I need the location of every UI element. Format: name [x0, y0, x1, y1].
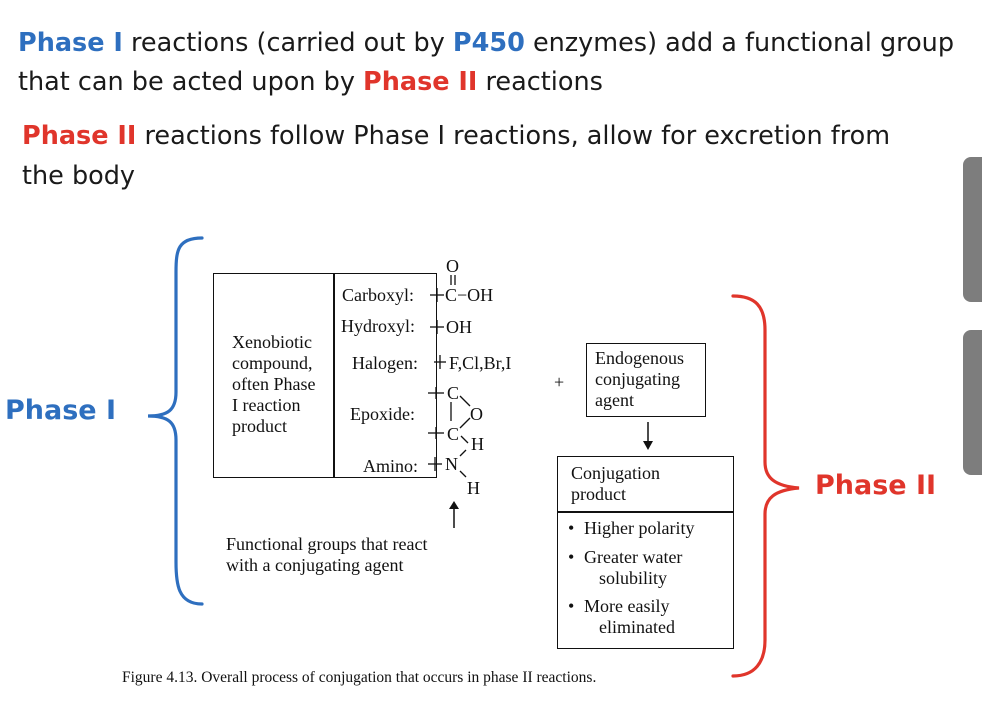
- header-line-4: the body: [22, 157, 135, 195]
- epoxide-h: H: [471, 434, 484, 454]
- functional-groups-structures: [428, 275, 471, 478]
- halogen-label: Halogen:: [352, 353, 418, 373]
- halogen-formula: F,Cl,Br,I: [449, 353, 512, 373]
- conjugation-properties-list: Higher polarity Greater water solubility…: [566, 518, 694, 638]
- epoxide-c2: C: [447, 424, 460, 444]
- epoxide-o: O: [470, 404, 483, 424]
- header-text: enzymes) add a functional group: [524, 28, 955, 58]
- down-arrow-icon: [643, 422, 653, 450]
- header-line-3: Phase II reactions follow Phase I reacti…: [22, 117, 890, 155]
- phase2-brace: [731, 294, 800, 678]
- phase2-term: Phase II: [363, 67, 478, 97]
- header-text: reactions (carried out by: [122, 28, 453, 58]
- amino-h: H: [467, 478, 480, 498]
- header-text: the body: [22, 161, 136, 191]
- figure-caption: Figure 4.13. Overall process of conjugat…: [122, 669, 597, 686]
- carboxyl-label: Carboxyl:: [342, 285, 414, 305]
- hydroxyl-label: Hydroxyl:: [341, 316, 415, 336]
- conjugation-product-box: [557, 456, 734, 649]
- functional-groups-note: Functional groups that react with a conj…: [226, 534, 428, 575]
- phase1-brace: [147, 236, 204, 606]
- amino-n: N: [445, 454, 458, 474]
- carboxyl-formula: C−OH: [445, 285, 494, 305]
- property-item: Higher polarity: [566, 518, 694, 539]
- p450-term: P450: [452, 28, 525, 58]
- epoxide-label: Epoxide:: [350, 404, 415, 424]
- up-arrow-icon: [449, 501, 459, 528]
- phase1-label: Phase I: [5, 395, 117, 426]
- xenobiotic-label: Xenobiotic compound, often Phase I react…: [232, 332, 316, 436]
- amino-label: Amino:: [363, 456, 419, 476]
- xenobiotic-box: [213, 273, 437, 478]
- conjugation-product-title: Conjugation product: [571, 463, 660, 504]
- property-item: Greater water solubility: [566, 547, 694, 589]
- header-text: reactions: [477, 67, 603, 97]
- endogenous-agent-box: Endogenous conjugating agent: [586, 343, 706, 417]
- side-panel-tab-bottom[interactable]: [963, 330, 982, 475]
- property-item: More easily eliminated: [566, 596, 694, 638]
- plus-sign: +: [554, 372, 565, 392]
- carboxyl-o: O: [446, 256, 459, 276]
- phase2-label: Phase II: [815, 470, 937, 501]
- header-text: that can be acted upon by: [18, 67, 364, 97]
- side-panel-tab-top[interactable]: [963, 157, 982, 302]
- header-text: reactions follow Phase I reactions, allo…: [136, 121, 891, 151]
- hydroxyl-formula: OH: [446, 317, 472, 337]
- epoxide-c1: C: [447, 383, 460, 403]
- conjugation-product-divider: [557, 511, 734, 513]
- phase2-term: Phase II: [22, 121, 137, 151]
- phase1-term: Phase I: [18, 28, 123, 58]
- header-line-1: Phase I reactions (carried out by P450 e…: [18, 24, 954, 62]
- header-line-2: that can be acted upon by Phase II react…: [18, 63, 603, 101]
- xenobiotic-divider: [333, 273, 335, 478]
